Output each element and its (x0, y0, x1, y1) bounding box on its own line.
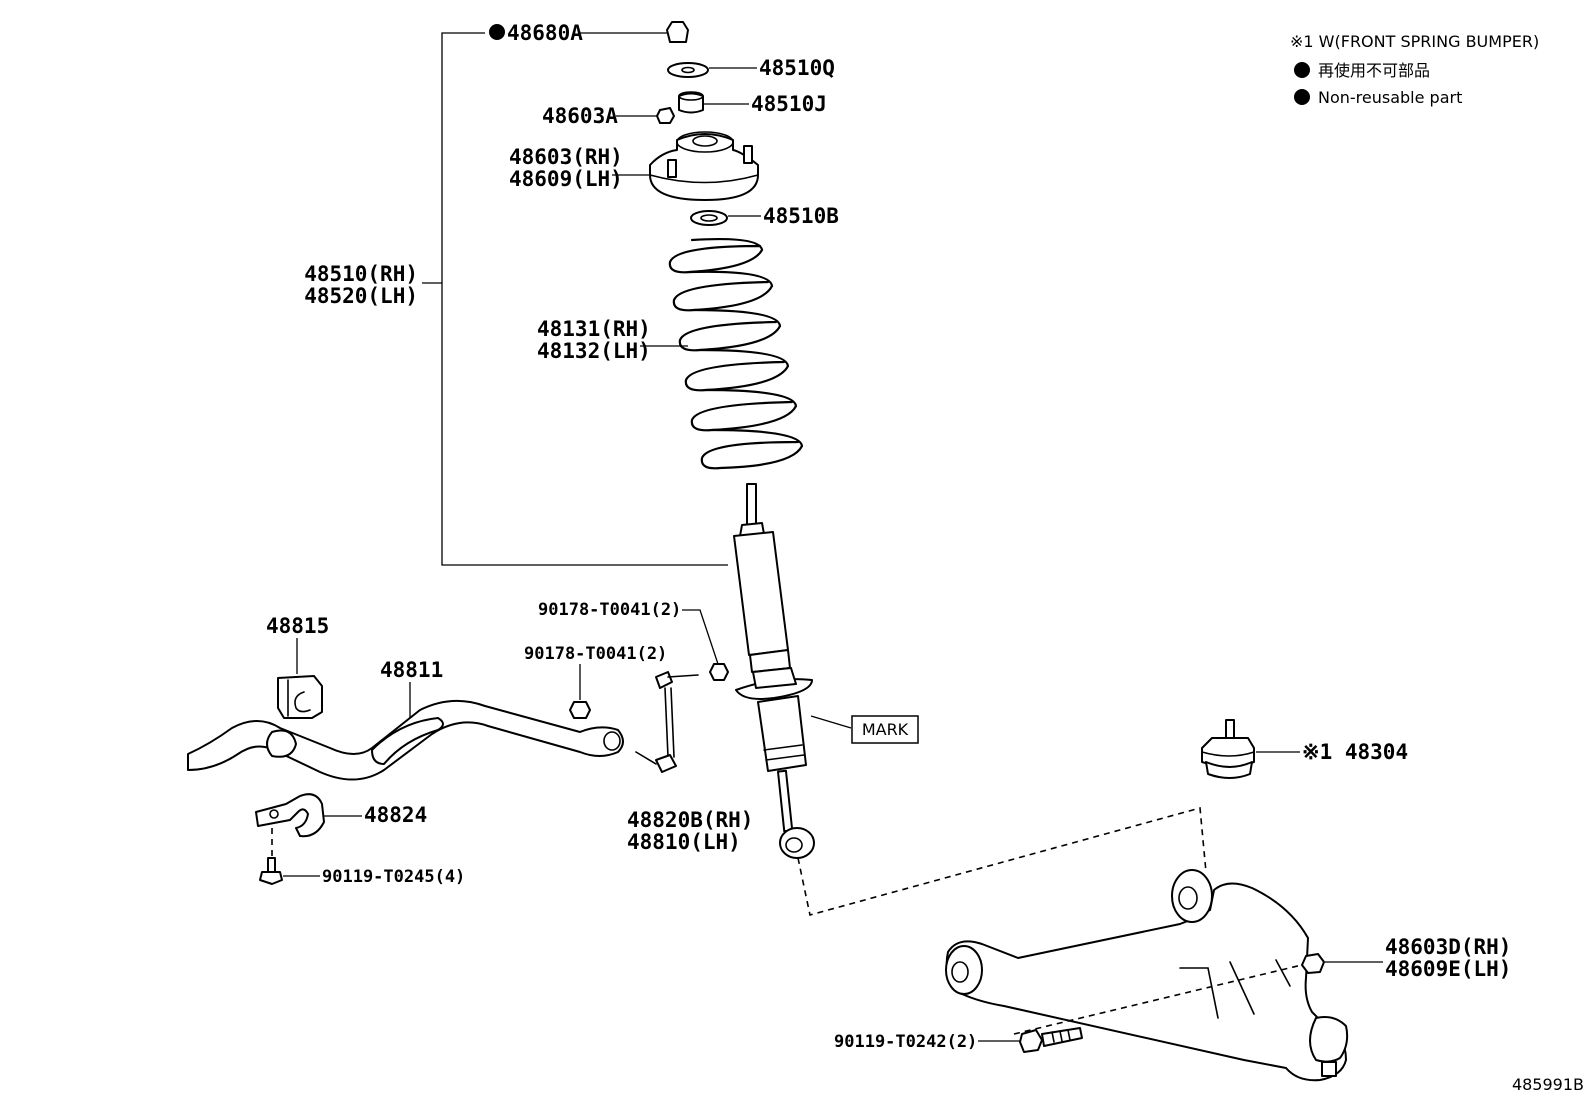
non-reusable-dot-icon (489, 24, 505, 40)
nut-icon (569, 701, 591, 719)
part-upper-support: 48603(RH) 48609(LH) (509, 131, 759, 201)
label-48609e-lh: 48609E(LH) (1385, 957, 1511, 981)
part-stabilizer-link: 48820B(RH) 48810(LH) (627, 671, 753, 854)
part-shock-absorber: MARK (733, 483, 919, 859)
bracket-icon (255, 793, 325, 838)
note-non-reusable-en: Non-reusable part (1318, 88, 1462, 107)
label-48811: 48811 (380, 658, 443, 682)
label-48609-lh: 48609(LH) (509, 167, 623, 191)
part-48815: 48815 (266, 614, 329, 719)
part-lower-arm (945, 869, 1349, 1082)
ball-joint-icon (1309, 1016, 1349, 1063)
label-48510q: 48510Q (759, 56, 835, 80)
spring-seat-icon (690, 210, 728, 226)
label-48603-rh: 48603(RH) (509, 145, 623, 169)
label-48824: 48824 (364, 803, 427, 827)
connection-dashed (797, 806, 1207, 916)
nut-icon (656, 107, 675, 124)
strut-assembly-bracket: 48510(RH) 48520(LH) (304, 32, 728, 566)
upper-support-icon (649, 133, 759, 201)
shock-eye-icon (779, 827, 815, 859)
washer-icon (667, 62, 709, 78)
part-90178-upper: 90178-T0041(2) (538, 600, 729, 681)
label-90119-t0245: 90119-T0245(4) (322, 867, 465, 887)
label-48810-lh: 48810(LH) (627, 830, 741, 854)
label-48815: 48815 (266, 614, 329, 638)
part-coil-spring: 48131(RH) 48132(LH) (537, 238, 804, 470)
label-48510j: 48510J (751, 92, 827, 116)
note-front-spring-bumper: ※1 W(FRONT SPRING BUMPER) (1290, 32, 1539, 51)
part-90119-t0245: 90119-T0245(4) (259, 857, 465, 887)
bushing-icon (277, 675, 323, 719)
coil-spring-icon (668, 238, 804, 470)
label-90178-upper: 90178-T0041(2) (538, 600, 681, 620)
label-90178-lower: 90178-T0041(2) (524, 644, 667, 664)
bolt-icon (1019, 1029, 1043, 1053)
part-90119-t0242: 90119-T0242(2) (834, 1027, 1083, 1053)
part-48510q: 48510Q (667, 56, 835, 80)
lower-arm-icon (945, 882, 1347, 1082)
label-48510-rh: 48510(RH) (304, 262, 418, 286)
label-48603a: 48603A (542, 104, 618, 128)
mark-box (851, 715, 919, 744)
label-48132-lh: 48132(LH) (537, 339, 651, 363)
label-48304: ※1 48304 (1302, 740, 1408, 764)
piston-rod-icon (746, 483, 757, 527)
stud-icon (743, 145, 753, 164)
bumper-stud-icon (1225, 719, 1235, 739)
bar-bushing-icon (266, 729, 297, 758)
arm-bushing-icon (945, 945, 983, 995)
note-non-reusable-jp: 再使用不可部品 (1318, 61, 1430, 80)
label-48680a: 48680A (507, 21, 583, 45)
part-48510b: 48510B (690, 204, 839, 228)
label-48603d-rh: 48603D(RH) (1385, 935, 1511, 959)
bolt-icon (267, 857, 276, 873)
label-mark: MARK (862, 720, 909, 739)
label-48820b-rh: 48820B(RH) (627, 808, 753, 832)
label-48131-rh: 48131(RH) (537, 317, 651, 341)
label-48520-lh: 48520(LH) (304, 284, 418, 308)
part-stabilizer-bar: 48811 (187, 658, 624, 781)
non-reusable-dot-icon (1294, 89, 1310, 105)
part-90178-lower: 90178-T0041(2) (524, 644, 667, 719)
stud-icon (667, 159, 677, 178)
legend: ※1 W(FRONT SPRING BUMPER) 再使用不可部品 Non-re… (1290, 32, 1539, 107)
part-48510j: 48510J (678, 91, 827, 116)
shock-body-icon (733, 531, 789, 656)
arm-bushing-icon (1171, 869, 1213, 923)
part-48603a: 48603A (542, 104, 675, 128)
illustration-number: 485991B (1512, 1075, 1584, 1094)
part-48304: ※1 48304 (1201, 719, 1408, 779)
part-48603d: 48603D(RH) 48609E(LH) (1301, 935, 1511, 981)
non-reusable-dot-icon (1294, 62, 1310, 78)
label-90119-t0242: 90119-T0242(2) (834, 1032, 977, 1052)
part-48680a: 48680A (489, 21, 689, 45)
part-48824: 48824 (255, 793, 427, 856)
nut-icon (709, 663, 729, 681)
top-nut-icon (666, 21, 689, 43)
label-48510b: 48510B (763, 204, 839, 228)
nut-icon (1301, 953, 1325, 974)
bushing-icon (678, 92, 704, 114)
